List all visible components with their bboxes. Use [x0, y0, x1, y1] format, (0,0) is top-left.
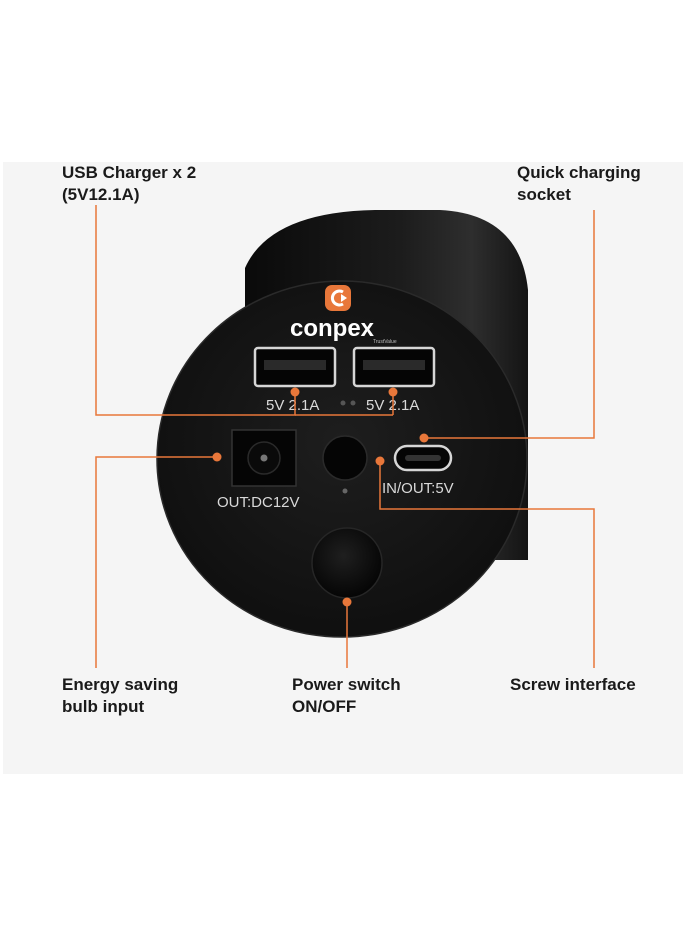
callout-dot	[388, 387, 398, 397]
brand-logo: conpex TrustValue	[290, 285, 397, 345]
callout-dots	[212, 387, 429, 607]
usb-c-port	[393, 444, 453, 472]
label-quick-charging: Quick charging socket	[517, 163, 641, 204]
usb-c-label: IN/OUT:5V	[382, 480, 454, 497]
indicator-dot	[350, 400, 356, 406]
indicator-dot	[340, 400, 346, 406]
callout-dot	[419, 433, 429, 443]
screw-interface-hole	[322, 435, 368, 481]
callout-energy-saving	[95, 456, 217, 668]
label-usb-charger: USB Charger x 2 (5V12.1A)	[62, 163, 197, 204]
usb-port-1	[253, 346, 337, 388]
callout-dot	[375, 456, 385, 466]
callout-screw	[379, 461, 595, 668]
power-switch-knob	[311, 527, 383, 599]
callout-quick-charging	[424, 210, 595, 439]
callout-dot	[212, 452, 222, 462]
callout-usb-charger	[95, 205, 296, 416]
brand-name: conpex	[290, 315, 375, 342]
dc-output-label: OUT:DC12V	[217, 494, 300, 511]
dc-output-port	[231, 429, 297, 487]
callout-lines	[95, 205, 595, 668]
callout-dot	[290, 387, 300, 397]
usb-port-1-label: 5V 2.1A	[266, 397, 319, 414]
brand-tagline: TrustValue	[373, 339, 397, 345]
usb-port-2	[352, 346, 436, 388]
label-screw-interface: Screw interface	[510, 675, 636, 694]
status-led	[342, 488, 348, 494]
label-energy-saving: Energy saving bulb input	[62, 675, 179, 716]
label-power-switch: Power switch ON/OFF	[292, 675, 401, 716]
callout-dot	[342, 597, 352, 607]
